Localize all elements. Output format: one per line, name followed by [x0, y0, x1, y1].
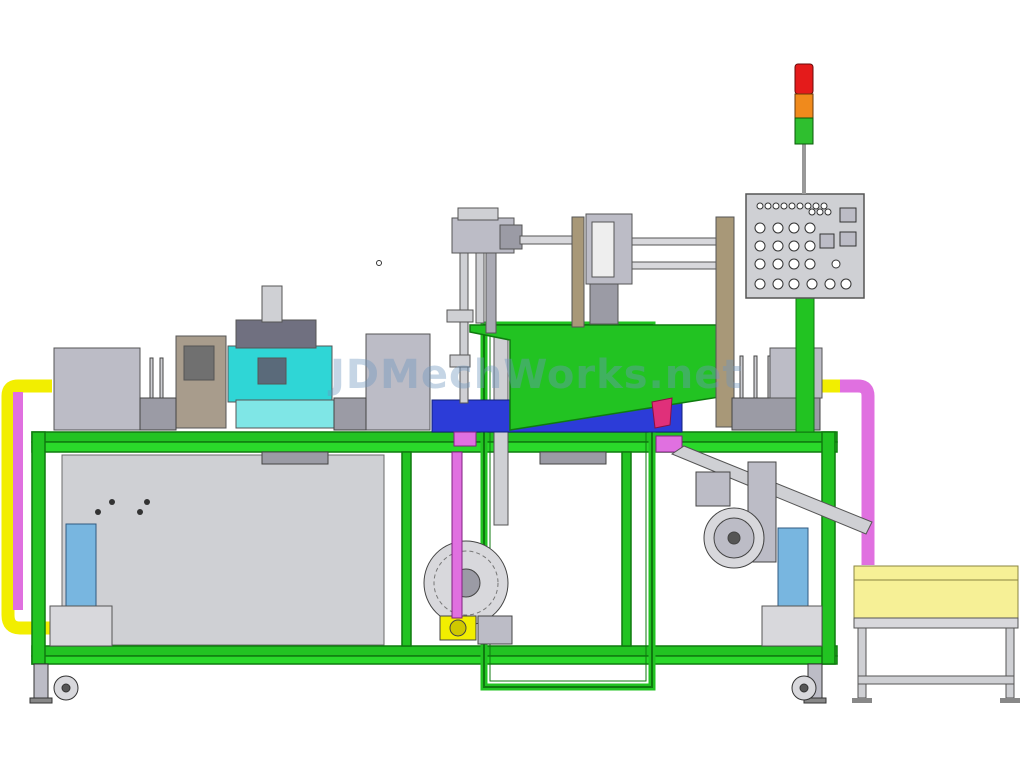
- cutter-unit: [175, 285, 335, 429]
- electrical-cabinet: [61, 454, 385, 646]
- collection-bin-icon: [852, 565, 1020, 703]
- signal-tower-icon: [794, 63, 814, 194]
- pink-deflector: [651, 397, 673, 429]
- ring-blower-icon: [423, 540, 513, 645]
- control-panel-icon: [745, 193, 865, 299]
- cutter-right-guard: [365, 333, 431, 431]
- cooling-fan-icon: [65, 523, 809, 607]
- control-post: [795, 295, 815, 433]
- fan-base-left: [49, 605, 113, 647]
- deck-motor-left: [261, 451, 329, 465]
- pink-clamp-left: [453, 431, 477, 447]
- fan-base-right: [761, 605, 823, 647]
- left-air-pipe: [1, 379, 52, 635]
- motor-icon: [695, 461, 777, 569]
- deck-motor-right: [539, 451, 607, 465]
- green-hopper: [469, 324, 733, 431]
- spindle-mechanism: [446, 207, 573, 404]
- cabinet-holes: [95, 499, 150, 515]
- blower-pipe: [451, 451, 463, 619]
- caster-wheel-icon: [29, 663, 827, 704]
- slide-frame: [571, 213, 735, 428]
- main-frame: [31, 431, 838, 665]
- sensor-dot: [376, 260, 382, 266]
- left-feeder-box: [53, 347, 141, 431]
- right-air-pipe: [820, 379, 875, 565]
- pink-clamp-right: [655, 435, 683, 453]
